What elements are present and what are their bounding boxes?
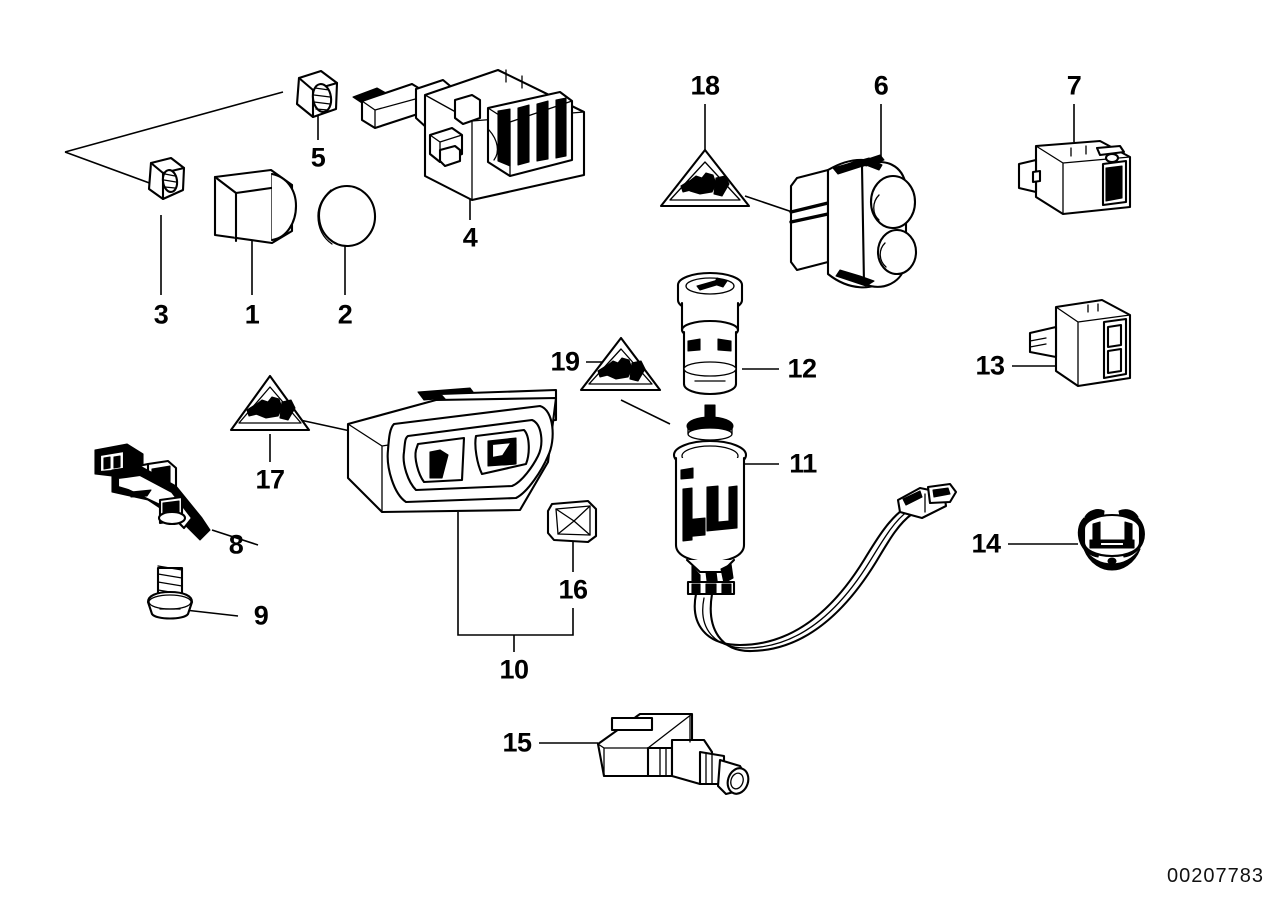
part-15-plunger-contact-switch — [596, 712, 750, 796]
callout-16[interactable]: 16 — [558, 574, 588, 605]
part-14-socket-retaining-clip — [1077, 509, 1145, 571]
callout-15[interactable]: 15 — [502, 727, 532, 758]
leader-lines — [64, 91, 1078, 744]
callout-14[interactable]: 14 — [971, 528, 1001, 559]
callout-10[interactable]: 10 — [499, 654, 529, 685]
part-2-round-cap — [317, 184, 377, 248]
part-19-warning-label-triangle — [579, 336, 662, 392]
part-4-brake-light-switch — [352, 68, 586, 202]
part-3-hex-nut-small — [147, 156, 186, 201]
part-8-mounting-bracket — [94, 443, 211, 541]
callout-12[interactable]: 12 — [787, 353, 817, 384]
part-9-fillister-head-screw — [146, 565, 194, 620]
callout-18[interactable]: 18 — [690, 70, 720, 101]
diagram-id-watermark: 00207783 — [1167, 865, 1264, 887]
callout-19[interactable]: 19 — [550, 346, 580, 377]
part-11-lighter-socket-with-lead — [672, 439, 958, 653]
part-17-warning-label-triangle — [229, 374, 311, 432]
part-1-switch-housing-sleeve — [213, 168, 298, 245]
callout-2[interactable]: 2 — [337, 299, 353, 330]
part-6-twin-button-switch — [789, 154, 918, 289]
callout-17[interactable]: 17 — [255, 464, 285, 495]
part-7-rocker-switch-module — [1017, 139, 1132, 216]
part-5-hex-nut-large — [295, 69, 339, 119]
callout-8[interactable]: 8 — [228, 529, 244, 560]
callout-11[interactable]: 11 — [789, 448, 817, 479]
part-12-cigarette-lighter-insert — [676, 271, 744, 396]
callout-6[interactable]: 6 — [873, 70, 889, 101]
callout-9[interactable]: 9 — [253, 600, 269, 631]
callout-4[interactable]: 4 — [462, 222, 478, 253]
callout-13[interactable]: 13 — [975, 350, 1005, 381]
part-16-switch-cap — [546, 499, 598, 544]
callout-5[interactable]: 5 — [310, 142, 326, 173]
part-18-warning-label-triangle — [659, 148, 751, 208]
callout-1[interactable]: 1 — [244, 299, 260, 330]
part-10-window-lifter-switch-assembly — [346, 387, 558, 514]
callout-7[interactable]: 7 — [1066, 70, 1082, 101]
part-13-switch-module-flat — [1028, 298, 1132, 388]
callout-3[interactable]: 3 — [153, 299, 169, 330]
lighter-heating-element — [686, 404, 734, 441]
